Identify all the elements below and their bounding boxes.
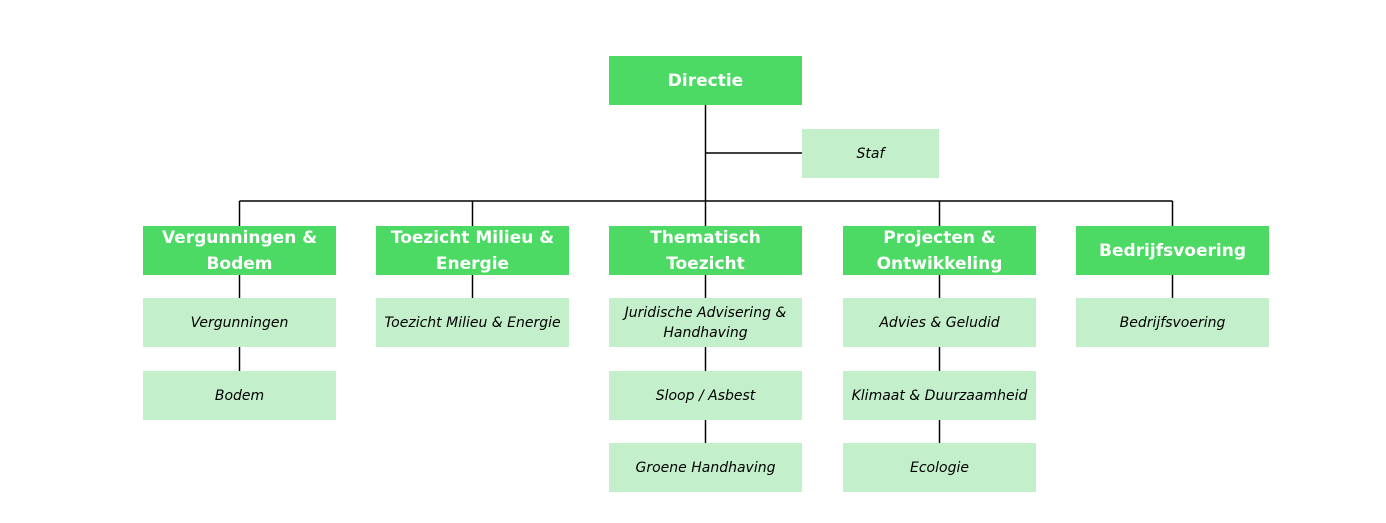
department-box: Bedrijfsvoering [1076,226,1269,275]
unit-box: Bedrijfsvoering [1076,298,1269,347]
department-label: Bedrijfsvoering [1099,240,1246,261]
department-label: Thematisch Toezicht [650,227,761,274]
unit-box: Sloop / Asbest [609,371,802,420]
unit-label: Bedrijfsvoering [1119,314,1226,331]
staff-label: Staf [856,145,885,162]
unit-label: Vergunningen [190,314,289,331]
department-label: Vergunningen & Bodem [161,227,318,274]
unit-box: Klimaat & Duurzaamheid [843,371,1036,420]
department-box: Toezicht Milieu & Energie [376,226,569,275]
unit-label: Klimaat & Duurzaamheid [851,387,1028,404]
unit-label: Juridische Advisering & Handhaving [624,304,787,341]
director-box: Directie [609,56,802,105]
department-box: Vergunningen & Bodem [143,226,336,275]
unit-label: Sloop / Asbest [655,387,756,404]
department-label: Toezicht Milieu & Energie [390,227,555,274]
unit-box: Groene Handhaving [609,443,802,492]
director-label: Directie [667,70,744,91]
unit-label: Advies & Geludid [879,314,1000,331]
staff-box: Staf [802,129,939,178]
unit-label: Toezicht Milieu & Energie [384,314,561,331]
unit-label: Ecologie [910,459,969,476]
unit-label: Groene Handhaving [635,459,776,476]
unit-box: Toezicht Milieu & Energie [376,298,569,347]
unit-box: Advies & Geludid [843,298,1036,347]
unit-box: Vergunningen [143,298,336,347]
unit-box: Bodem [143,371,336,420]
unit-box: Juridische Advisering & Handhaving [609,298,802,347]
department-box: Projecten & Ontwikkeling [843,226,1036,275]
unit-label: Bodem [214,387,265,404]
department-box: Thematisch Toezicht [609,226,802,275]
unit-box: Ecologie [843,443,1036,492]
department-label: Projecten & Ontwikkeling [876,227,1003,274]
